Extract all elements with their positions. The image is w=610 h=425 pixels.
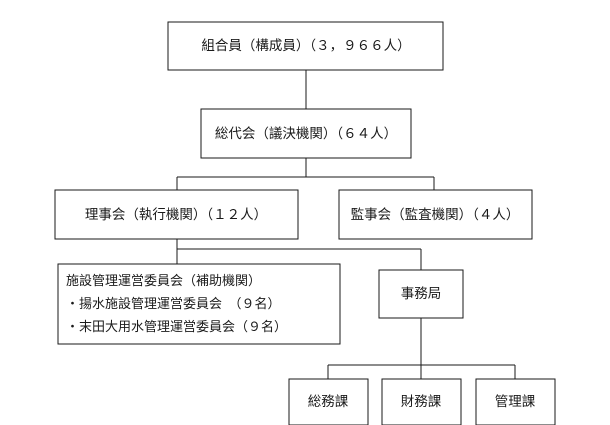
section-finance-node: 財務課 [381,378,462,425]
general-assembly-node: 総代会（議決機関）（６４人） [200,108,412,159]
secretariat-label: 事務局 [401,286,442,302]
facility-committee-node: 施設管理運営委員会（補助機関） ・揚水施設管理運営委員会 （９名） ・末田大用水… [57,263,341,345]
connector-lines [176,70,516,379]
section-label: 財務課 [401,394,442,410]
audit-committee-node: 監事会（監査機関）（４人） [338,189,533,240]
facility-committee-title: 施設管理運営委員会（補助機関） [66,273,261,289]
board-of-directors-label: 理事会（執行機関）（１２人） [85,207,267,223]
union-members-label: 組合員（構成員）（３，９６６人） [201,38,410,54]
facility-committee-item: ・末田大用水管理運営委員会（９名） [66,319,287,335]
general-assembly-label: 総代会（議決機関）（６４人） [215,125,397,142]
facility-committee-item: ・揚水施設管理運営委員会 （９名） [66,296,281,312]
union-members-node: 組合員（構成員）（３，９６６人） [167,21,444,71]
board-of-directors-node: 理事会（執行機関）（１２人） [54,189,299,240]
secretariat-node: 事務局 [378,269,464,319]
section-label: 総務課 [308,394,349,410]
section-label: 管理課 [495,394,536,410]
section-management-node: 管理課 [475,378,556,425]
audit-committee-label: 監事会（監査機関）（４人） [351,206,520,223]
section-general-affairs-node: 総務課 [288,378,369,425]
